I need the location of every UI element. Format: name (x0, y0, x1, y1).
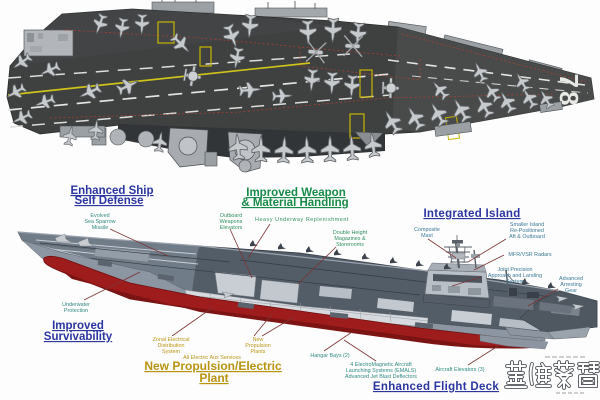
svg-text:Aircraft Elevators (3): Aircraft Elevators (3) (435, 367, 484, 373)
svg-text:Advanced Jet Blast Deflectors: Advanced Jet Blast Deflectors (345, 374, 417, 380)
svg-text:& Material Handling: & Material Handling (241, 197, 348, 209)
svg-text:Arresting: Arresting (560, 282, 582, 288)
svg-text:Underwater: Underwater (62, 302, 90, 308)
svg-text:System: System (506, 279, 524, 285)
svg-text:Plants: Plants (251, 349, 266, 355)
svg-text:Mast: Mast (421, 233, 433, 239)
svg-text:MFR/VSR Radars: MFR/VSR Radars (508, 252, 551, 258)
svg-text:Weapons: Weapons (220, 219, 243, 225)
svg-text:Elevators: Elevators (220, 225, 243, 231)
svg-text:Enhanced Flight Deck: Enhanced Flight Deck (373, 381, 499, 393)
svg-text:Joint Precision: Joint Precision (497, 267, 532, 273)
svg-text:Hangar Bays (2): Hangar Bays (2) (310, 353, 349, 359)
svg-text:Smaller Island: Smaller Island (510, 222, 544, 228)
svg-text:Re-Positioned: Re-Positioned (510, 228, 544, 234)
svg-text:Improved: Improved (52, 320, 104, 332)
svg-text:Sea Sparrow: Sea Sparrow (84, 219, 115, 225)
svg-text:Composite: Composite (414, 227, 440, 233)
svg-text:4 ElectroMagnetic Aircraft: 4 ElectroMagnetic Aircraft (350, 362, 412, 368)
svg-text:New: New (253, 337, 264, 343)
svg-text:Distribution: Distribution (158, 343, 185, 349)
svg-text:Evolved: Evolved (90, 213, 109, 219)
svg-text:Integrated Island: Integrated Island (423, 208, 520, 220)
svg-text:Double Height: Double Height (333, 230, 368, 236)
svg-text:Magazines &: Magazines & (334, 236, 366, 242)
svg-text:System: System (162, 349, 180, 355)
svg-text:Launching Systems (EMALS): Launching Systems (EMALS) (346, 368, 417, 374)
svg-text:Survivability: Survivability (44, 331, 113, 343)
svg-text:Enhanced Ship: Enhanced Ship (70, 185, 153, 197)
svg-text:Improved Weapon: Improved Weapon (246, 187, 345, 199)
svg-text:Outboard: Outboard (220, 213, 242, 219)
svg-text:Propulsion: Propulsion (245, 343, 270, 349)
svg-text:All Electric Aux Services: All Electric Aux Services (183, 355, 241, 361)
svg-text:Missile: Missile (92, 225, 108, 231)
svg-text:Zonal Electrical: Zonal Electrical (153, 337, 190, 343)
svg-text:Self Defense: Self Defense (74, 195, 143, 207)
svg-text:Gear: Gear (565, 288, 577, 294)
svg-text:Aft & Outboard: Aft & Outboard (509, 234, 545, 240)
svg-text:Storerooms: Storerooms (336, 242, 364, 248)
svg-text:Advanced: Advanced (559, 276, 583, 282)
svg-text:Heavy Underway Replenishment: Heavy Underway Replenishment (255, 217, 349, 223)
svg-text:Protection: Protection (64, 308, 88, 314)
svg-text:Plant: Plant (199, 371, 228, 385)
svg-text:New Propulsion/Electric: New Propulsion/Electric (144, 359, 282, 373)
svg-text:Approach and Landing: Approach and Landing (488, 273, 542, 279)
